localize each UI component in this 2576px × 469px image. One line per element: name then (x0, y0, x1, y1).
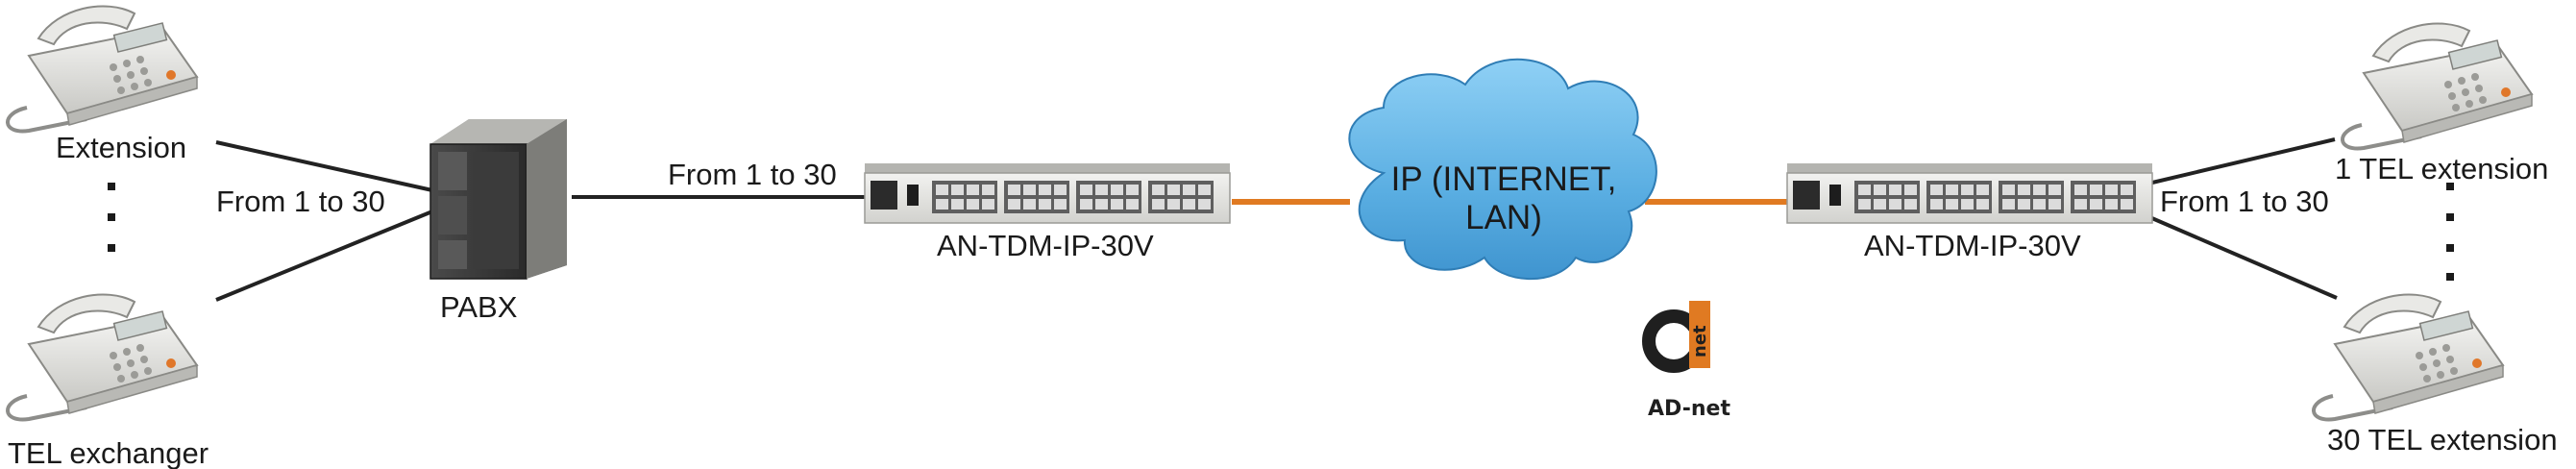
device-right-icon (1786, 162, 2153, 224)
label-cloud-line2: LAN) (1465, 199, 1542, 236)
line-exchanger-to-pabx (215, 210, 433, 302)
phone-tel-30-icon (2311, 292, 2505, 422)
line-extension-to-pabx (215, 140, 433, 192)
connection-lines (215, 137, 2338, 302)
dots-left (108, 183, 115, 252)
ip-cloud-icon (1348, 58, 1657, 281)
adnet-logo: net AD-net (1642, 301, 1730, 421)
label-from-left: From 1 to 30 (216, 185, 385, 218)
adnet-logo-mark: net (1690, 325, 1710, 358)
dots-right (2446, 183, 2454, 281)
label-cloud-line1: IP (INTERNET, (1391, 160, 1617, 198)
label-device-left: AN-TDM-IP-30V (937, 229, 1154, 262)
pabx-icon (429, 119, 567, 280)
label-tel-ext-30: 30 TEL extension (2327, 423, 2558, 457)
label-device-right: AN-TDM-IP-30V (1864, 229, 2081, 262)
phone-extension-icon (5, 4, 199, 134)
label-pabx: PABX (440, 290, 518, 324)
label-extension: Extension (56, 131, 186, 164)
phone-exchanger-icon (5, 292, 199, 422)
line-device-to-tel-30 (2147, 214, 2338, 300)
adnet-logo-text: AD-net (1648, 397, 1730, 421)
line-device-to-tel-1 (2151, 137, 2336, 185)
label-tel-exchanger: TEL exchanger (8, 436, 209, 469)
label-from-middle: From 1 to 30 (668, 158, 837, 191)
phone-tel-1-icon (2340, 21, 2534, 151)
adnet-logo-bar (1689, 301, 1710, 368)
label-from-right: From 1 to 30 (2160, 185, 2329, 218)
device-left-icon (864, 162, 1231, 224)
label-tel-ext-1: 1 TEL extension (2335, 152, 2548, 185)
